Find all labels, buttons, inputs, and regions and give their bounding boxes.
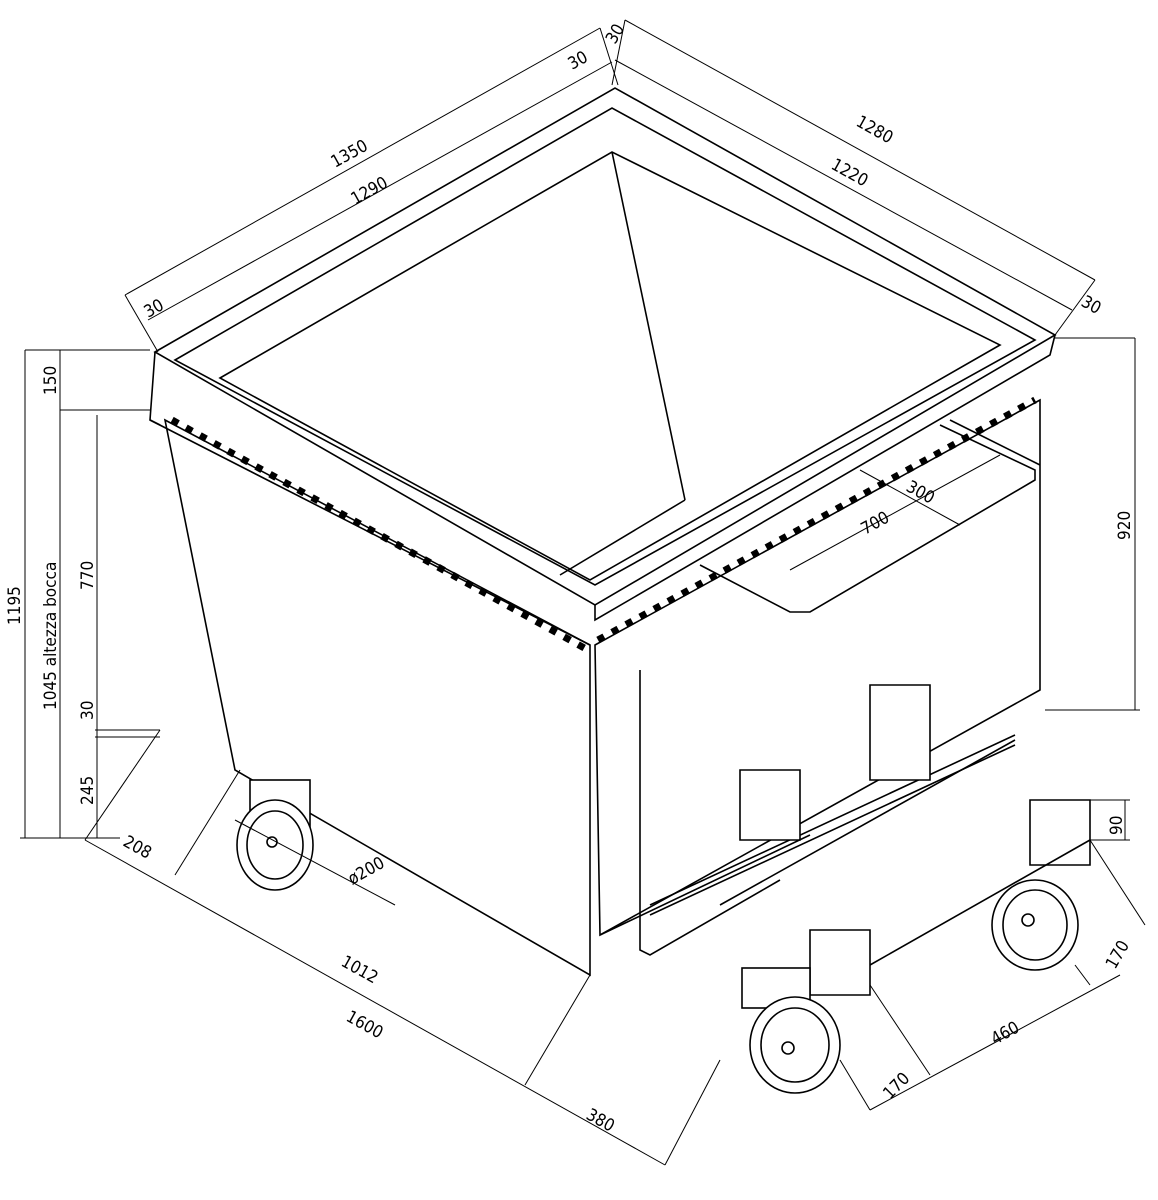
dim-770: 770 — [78, 561, 98, 590]
dim-460: 460 — [988, 1018, 1023, 1050]
wheels — [236, 779, 1079, 1094]
dim-170-b: 170 — [1102, 937, 1134, 972]
fork-beam — [869, 839, 1091, 966]
bracket-right — [869, 684, 931, 781]
hopper-floor — [559, 499, 686, 576]
hopper-edge — [611, 151, 686, 501]
bracket-left — [739, 769, 801, 841]
dim-30-d: 30 — [1078, 292, 1105, 319]
dim-1600: 1600 — [343, 1007, 387, 1043]
dim-1220: 1220 — [828, 155, 872, 191]
chassis — [599, 670, 1091, 996]
front-right-axle — [1021, 913, 1035, 927]
dim-30-e: 30 — [78, 701, 98, 720]
dim-920: 920 — [1115, 511, 1135, 540]
front-right-wheel — [991, 879, 1079, 971]
dim-1195: 1195 — [5, 586, 25, 625]
dim-150: 150 — [41, 366, 61, 395]
front-left-hub — [760, 1007, 830, 1083]
dim-1280: 1280 — [853, 112, 897, 148]
dim-30-c: 30 — [602, 21, 629, 48]
dim-30-b: 30 — [141, 295, 168, 322]
handle-edge — [949, 419, 1041, 466]
rim-left-lip — [149, 351, 161, 426]
axle-bar — [719, 739, 1016, 906]
dim-170-a: 170 — [879, 1069, 914, 1104]
dim-1045-altezza-bocca: 1045 altezza bocca — [41, 562, 61, 710]
dim-208: 208 — [120, 832, 155, 864]
dim-diameter-200: ø200 — [345, 853, 388, 889]
rear-left-hub — [246, 810, 304, 880]
dim-1012: 1012 — [338, 952, 382, 988]
container-body — [149, 87, 1057, 977]
tilt-lever[interactable] — [639, 670, 781, 956]
dim-1350: 1350 — [328, 136, 372, 172]
hazard-stripe-right — [596, 396, 1037, 644]
axle-front — [649, 734, 1016, 906]
dim-1290: 1290 — [348, 173, 392, 209]
rim-right-lip — [594, 334, 1056, 622]
dim-90: 90 — [1107, 816, 1127, 835]
fork-pocket-left — [809, 929, 871, 996]
base-line — [599, 834, 811, 936]
dim-30-a: 30 — [565, 47, 592, 74]
rim-opening — [218, 151, 1002, 581]
dim-380: 380 — [583, 1105, 618, 1137]
front-right-hub — [1002, 889, 1068, 961]
dim-245: 245 — [78, 776, 98, 805]
front-left-axle — [781, 1041, 795, 1055]
dimension-lines — [20, 19, 1146, 1166]
front-right-panel — [594, 398, 1041, 937]
front-left-wheel — [749, 996, 841, 1094]
push-handle[interactable] — [699, 424, 1036, 613]
fork-pocket-right — [1029, 799, 1091, 866]
